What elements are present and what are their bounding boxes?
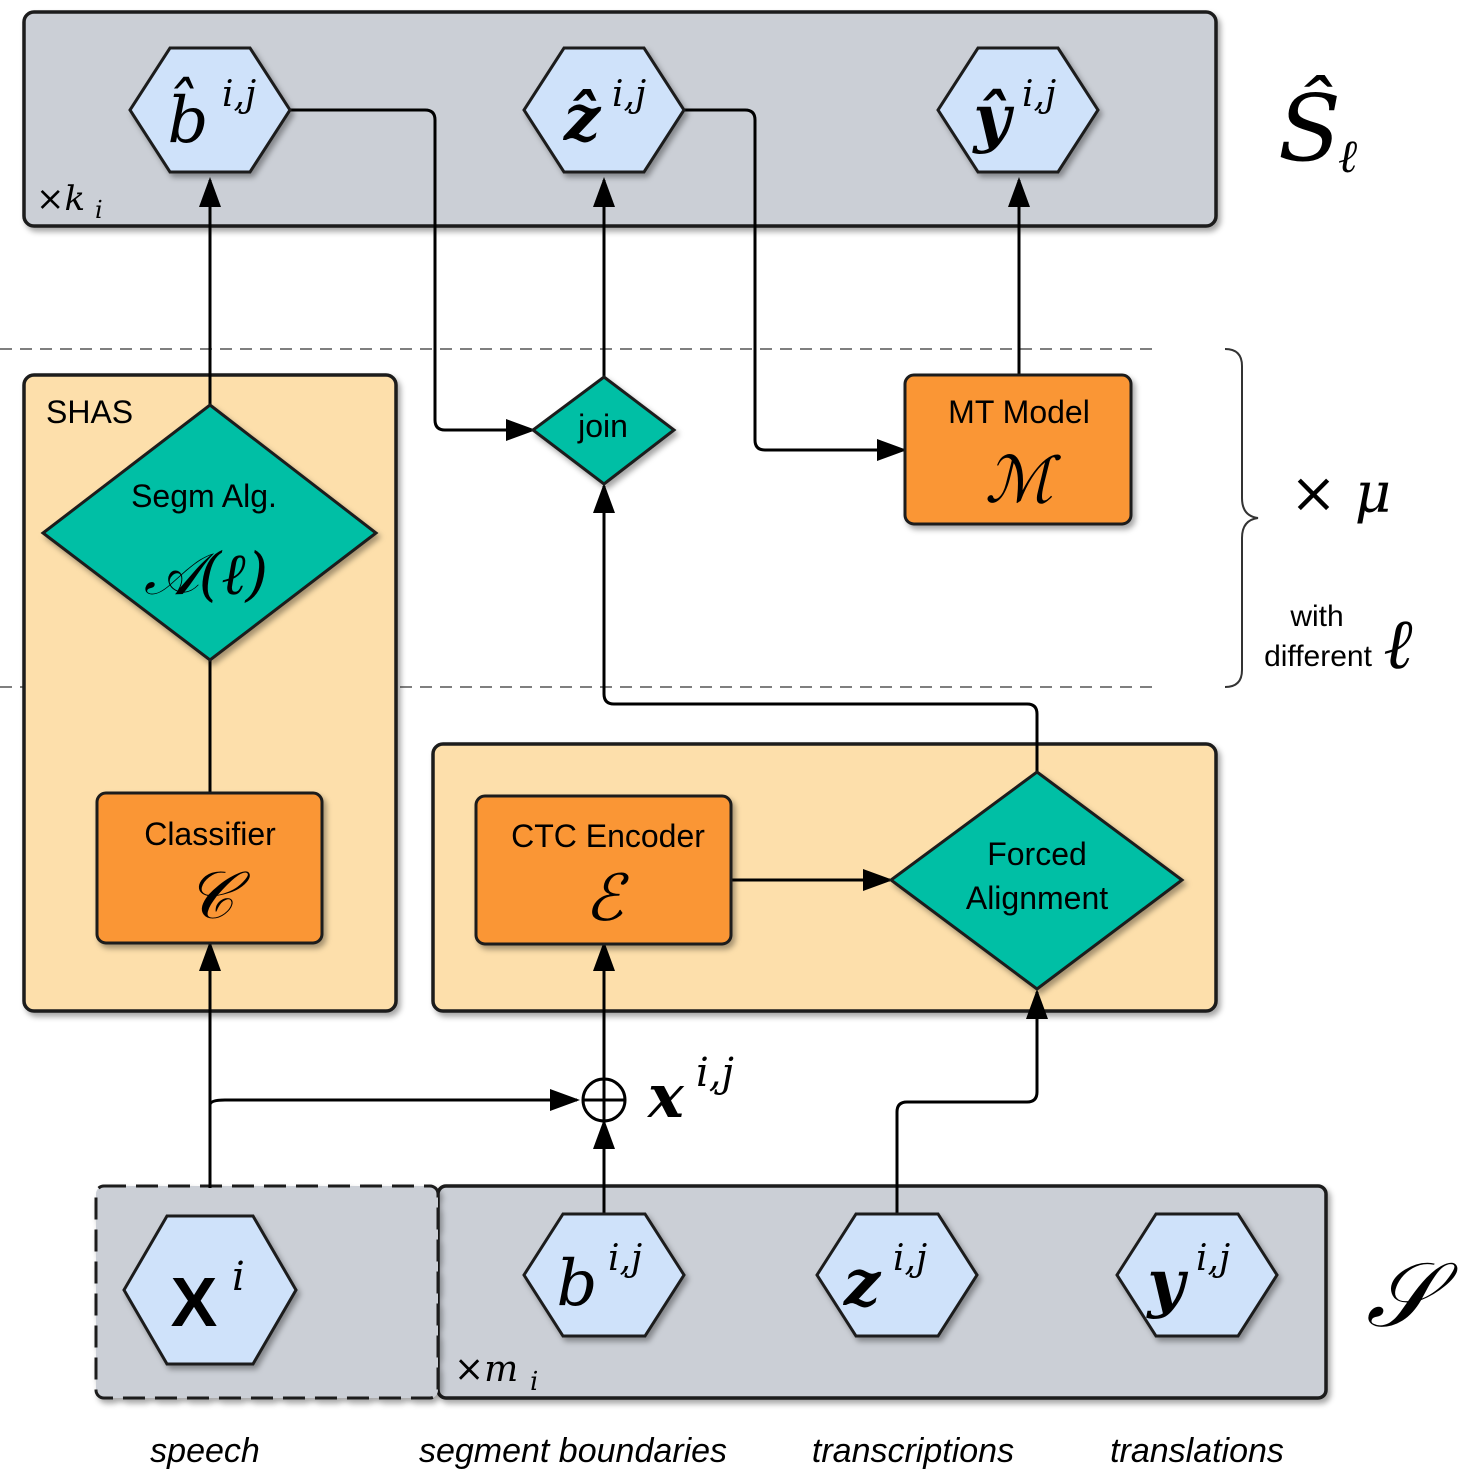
svg-text:𝒜(ℓ): 𝒜(ℓ) [144, 540, 268, 608]
set-label-shat: Ŝ ℓ [1278, 74, 1358, 183]
svg-text:i: i [95, 196, 103, 224]
svg-text:i,j: i,j [1196, 1238, 1230, 1279]
caption-segment-boundaries: segment boundaries [419, 1432, 727, 1470]
svg-text:i,j: i,j [612, 74, 646, 115]
caption-translations: translations [1110, 1432, 1284, 1470]
repeat-ell: ℓ [1383, 603, 1412, 685]
svg-text:ẑ: ẑ [563, 81, 602, 156]
mt-model-node: MT Model ℳ [903, 373, 1133, 526]
svg-text:×k: ×k [36, 179, 85, 219]
repeat-brace [1224, 348, 1259, 688]
svg-text:Forced: Forced [987, 836, 1087, 872]
wire-zhat-mt [682, 108, 907, 461]
caption-speech: speech [150, 1432, 260, 1470]
svg-text:Ŝ: Ŝ [1278, 74, 1341, 182]
svg-text:i,j: i,j [696, 1050, 734, 1096]
segm-alg-node: Segm Alg. 𝒜(ℓ) [40, 403, 379, 662]
hexagon-bhat: b̂ i,j [128, 46, 292, 174]
concat-node [581, 1077, 627, 1123]
shas-title: SHAS [46, 394, 133, 430]
hexagon-zhat: ẑ i,j [522, 46, 686, 174]
svg-text:×m: ×m [454, 1349, 518, 1390]
concat-output-label: x i,j [646, 1050, 734, 1132]
svg-text:X: X [171, 1263, 218, 1341]
repeat-symbol: × μ [1290, 461, 1391, 526]
repeat-line2: different [1264, 640, 1373, 673]
svg-text:ℓ: ℓ [1338, 129, 1358, 183]
svg-text:i,j: i,j [222, 74, 256, 115]
svg-text:b̂: b̂ [168, 77, 209, 158]
wire-transcription-alignment [895, 989, 1048, 1214]
classifier-node: Classifier 𝒞 [95, 791, 324, 945]
set-label-s: 𝒮 [1366, 1243, 1458, 1348]
forced-alignment-node: Forced Alignment [888, 770, 1185, 991]
svg-text:i,j: i,j [1022, 74, 1056, 115]
hexagon-speech: X i [122, 1214, 298, 1366]
svg-text:Alignment: Alignment [966, 880, 1108, 916]
hexagon-boundaries: b i,j [522, 1212, 686, 1338]
caption-transcriptions: transcriptions [812, 1432, 1014, 1470]
svg-text:z: z [843, 1246, 882, 1321]
svg-text:join: join [577, 408, 628, 444]
svg-text:i,j: i,j [608, 1238, 642, 1279]
svg-text:b: b [557, 1247, 598, 1321]
wire-bhat-join [288, 108, 536, 441]
repeat-line1: with [1289, 600, 1343, 633]
svg-text:i,j: i,j [893, 1238, 927, 1279]
hexagon-transcriptions: z i,j [815, 1212, 979, 1338]
svg-text:i: i [232, 1254, 245, 1300]
svg-text:ℰ: ℰ [585, 862, 630, 936]
svg-text:MT Model: MT Model [948, 394, 1090, 430]
bottom-multiplicity: ×m i [454, 1349, 538, 1397]
svg-text:ŷ: ŷ [971, 81, 1014, 156]
svg-text:ℳ: ℳ [985, 444, 1062, 518]
wire-alignment-join [593, 483, 1039, 772]
join-node: join [530, 375, 677, 486]
wire-speech-concat [208, 1089, 580, 1111]
svg-text:y: y [1145, 1246, 1188, 1321]
svg-text:Classifier: Classifier [144, 816, 276, 852]
top-multiplicity: ×k i [36, 179, 103, 224]
svg-text:i: i [530, 1367, 538, 1397]
ctc-encoder-node: CTC Encoder ℰ [474, 794, 733, 946]
svg-text:Segm Alg.: Segm Alg. [131, 478, 277, 514]
svg-text:x: x [646, 1062, 685, 1132]
svg-text:CTC Encoder: CTC Encoder [511, 818, 705, 854]
hexagon-translations: y i,j [1115, 1212, 1279, 1338]
hexagon-yhat: ŷ i,j [936, 46, 1100, 174]
